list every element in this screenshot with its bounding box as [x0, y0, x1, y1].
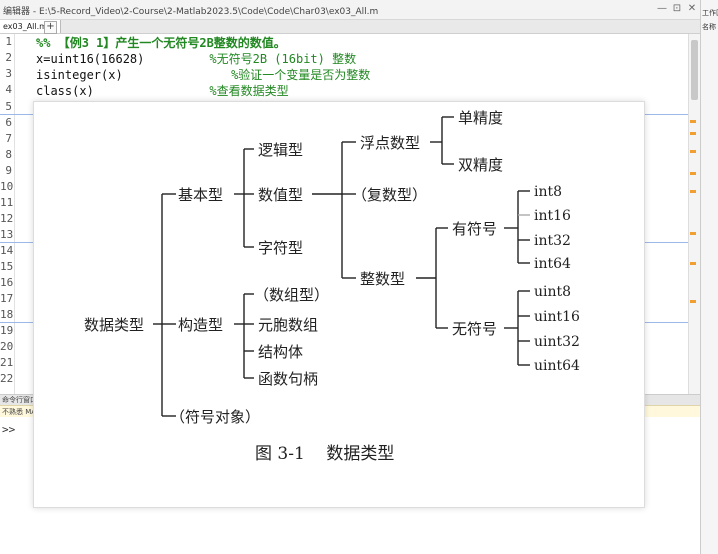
- node-int32: int32: [534, 233, 571, 249]
- line-number: 7: [5, 132, 12, 145]
- line-number: 13: [0, 228, 14, 241]
- workspace-column-name[interactable]: 名称: [702, 23, 716, 31]
- warning-marker[interactable]: [690, 120, 696, 123]
- line-number: 17: [0, 292, 14, 305]
- code-comment: %查看数据类型: [209, 84, 289, 98]
- code-comment: %验证一个变量是否为整数: [231, 68, 371, 82]
- node-struct: 结构体: [258, 343, 303, 361]
- warning-marker[interactable]: [690, 262, 696, 265]
- editor-tab-bar: ex03_All.m× +: [0, 20, 700, 34]
- line-number: 15: [0, 260, 14, 273]
- node-array: （数组型）: [254, 286, 329, 304]
- warning-marker[interactable]: [690, 190, 696, 193]
- line-number: 12: [0, 212, 14, 225]
- line-number: 22: [0, 372, 14, 385]
- minimize-button[interactable]: —: [657, 3, 667, 14]
- warning-marker[interactable]: [690, 300, 696, 303]
- node-uint32: uint32: [534, 334, 580, 350]
- node-complex: （复数型）: [352, 186, 427, 204]
- node-logical: 逻辑型: [258, 141, 303, 159]
- node-basic: 基本型: [178, 186, 223, 204]
- line-number: 1: [5, 35, 12, 48]
- code-statement: x=uint16(16628): [36, 52, 210, 66]
- node-integer: 整数型: [360, 270, 405, 288]
- figure-caption: 图 3-1 数据类型: [255, 444, 394, 464]
- code-comment: %无符号2B (16bit) 整数: [209, 52, 357, 66]
- node-char: 字符型: [258, 239, 303, 257]
- node-int64: int64: [534, 256, 571, 272]
- node-float: 浮点数型: [360, 134, 420, 152]
- warning-marker[interactable]: [690, 150, 696, 153]
- line-number: 20: [0, 340, 14, 353]
- workspace-title: 工作区: [702, 9, 718, 17]
- line-number: 14: [0, 244, 14, 257]
- tree-connectors: [153, 116, 530, 417]
- line-number: 9: [5, 164, 12, 177]
- code-line-4: class(x) %查看数据类型: [36, 82, 289, 99]
- node-signed: 有符号: [452, 220, 497, 238]
- tab-label: ex03_All.m: [3, 22, 47, 31]
- command-window-title: 命令行窗口: [2, 396, 37, 404]
- close-button[interactable]: ✕: [687, 3, 697, 14]
- code-comment: 【例3 1】产生一个无符号2B整数的数值。: [57, 36, 286, 50]
- line-number: 2: [5, 51, 12, 64]
- node-numeric: 数值型: [258, 186, 303, 204]
- code-line-2: x=uint16(16628) %无符号2B (16bit) 整数: [36, 50, 356, 67]
- add-tab-button[interactable]: +: [44, 21, 57, 34]
- line-number: 8: [5, 148, 12, 161]
- node-function-handle: 函数句柄: [258, 370, 318, 388]
- node-symbolic: （符号对象）: [170, 408, 260, 426]
- window-title-bar: 编辑器 - E:\5-Record_Video\2-Course\2-Matla…: [0, 0, 700, 20]
- command-prompt: >>: [2, 423, 16, 436]
- data-type-diagram: 数据类型 基本型 逻辑型 数值型 字符型 浮点数型 单精度 双精度 （复数型） …: [33, 101, 645, 508]
- code-statement: class(x): [36, 84, 210, 98]
- diagram-canvas: 数据类型 基本型 逻辑型 数值型 字符型 浮点数型 单精度 双精度 （复数型） …: [84, 109, 580, 464]
- cell-marker: %%: [36, 36, 58, 50]
- line-number: 10: [0, 180, 14, 193]
- node-unsigned: 无符号: [452, 320, 497, 338]
- warning-marker[interactable]: [690, 172, 696, 175]
- workspace-panel: 工作区 名称: [700, 0, 718, 554]
- node-single: 单精度: [458, 109, 503, 127]
- code-line-3: isinteger(x) %验证一个变量是否为整数: [36, 66, 370, 83]
- node-cell-array: 元胞数组: [258, 316, 318, 334]
- node-composite: 构造型: [178, 316, 223, 334]
- line-number: 21: [0, 356, 14, 369]
- restore-button[interactable]: ⊡: [672, 3, 682, 14]
- window-title: 编辑器 - E:\5-Record_Video\2-Course\2-Matla…: [3, 7, 379, 17]
- node-int8: int8: [534, 184, 562, 200]
- line-number: 19: [0, 324, 14, 337]
- editor-scrollbar[interactable]: [688, 34, 701, 394]
- line-number: 5: [5, 100, 12, 113]
- line-number: 11: [0, 196, 14, 209]
- line-number: 6: [5, 116, 12, 129]
- scrollbar-thumb[interactable]: [691, 40, 698, 100]
- code-line-1: %% 【例3 1】产生一个无符号2B整数的数值。: [36, 34, 286, 51]
- node-uint8: uint8: [534, 284, 571, 300]
- node-double: 双精度: [458, 156, 503, 174]
- code-statement: isinteger(x): [36, 68, 232, 82]
- line-number: 3: [5, 67, 12, 80]
- node-int16: int16: [534, 208, 571, 224]
- line-number-gutter: [0, 34, 15, 394]
- line-number: 16: [0, 276, 14, 289]
- warning-marker[interactable]: [690, 132, 696, 135]
- line-number: 18: [0, 308, 14, 321]
- warning-marker[interactable]: [690, 232, 696, 235]
- node-uint16: uint16: [534, 309, 580, 325]
- line-number: 4: [5, 83, 12, 96]
- node-uint64: uint64: [534, 358, 580, 374]
- node-data-types: 数据类型: [84, 316, 144, 334]
